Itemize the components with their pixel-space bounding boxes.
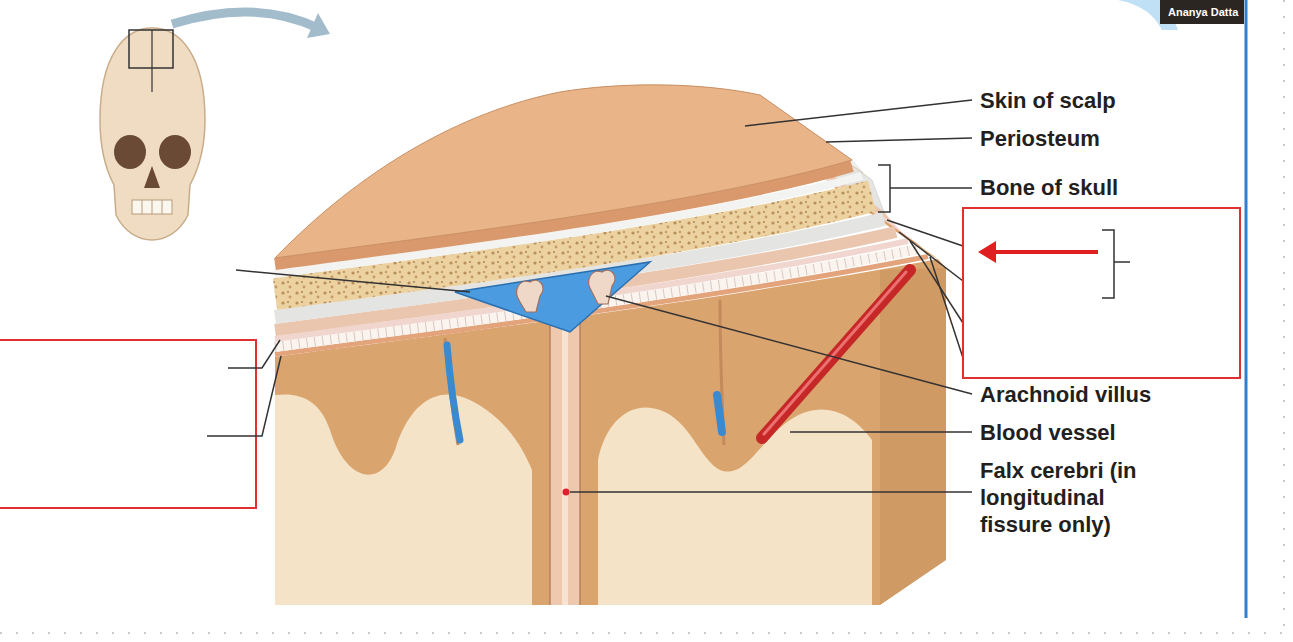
label-slot: Ananya Datta [1168,5,1238,19]
blood-vessels [447,270,910,496]
label-slot: Falx cerebri (in longitudinal fissure on… [980,457,1158,538]
label-slot: Blood vessel [980,419,1116,446]
label-slot: Skin of scalp [980,87,1116,114]
scalp-surface [275,85,852,258]
dural-sinus [455,262,650,332]
label-slot: Bone of skull [980,174,1118,201]
part-label: Falx cerebri (in longitudinal fissure on… [980,457,1158,538]
part-label: Periosteum [980,125,1100,152]
part-label: Arachnoid villus [980,381,1151,408]
skull-icon [100,28,205,240]
part-label: Skin of scalp [980,87,1116,114]
presenter-name: Ananya Datta [1168,5,1238,19]
leader-lines [236,100,972,492]
label-slot: Arachnoid villus [980,381,1151,408]
part-label: Bone of skull [980,174,1118,201]
longitudinal-fissure [550,318,580,605]
label-slot: Periosteum [980,125,1100,152]
zoom-arrow [172,12,330,38]
part-label: Blood vessel [980,419,1116,446]
